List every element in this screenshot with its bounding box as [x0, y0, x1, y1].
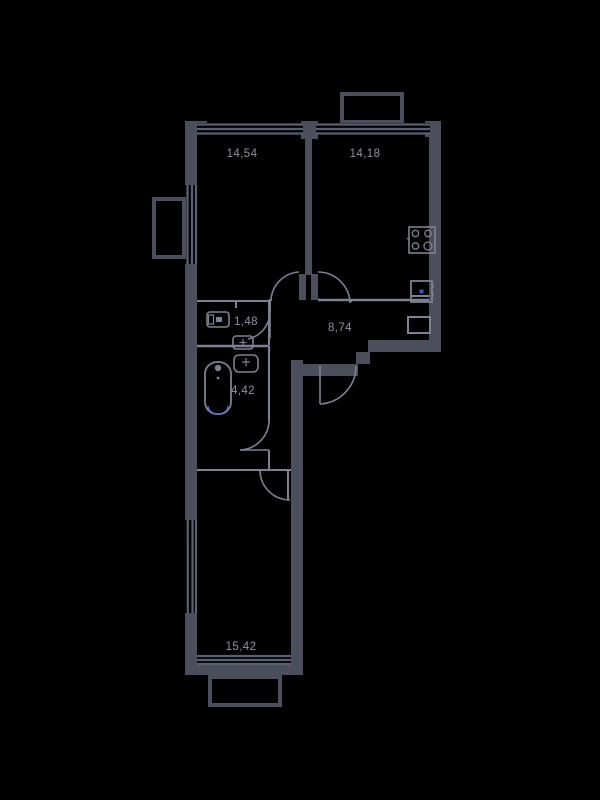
door-wc	[247, 309, 271, 340]
door-bath	[239, 419, 270, 451]
room-area-label-kitchen: 14,18	[350, 148, 381, 160]
washbasin-icon	[232, 335, 254, 350]
sink-icon	[233, 354, 259, 373]
interior-walls	[197, 133, 429, 471]
door-bedroom	[270, 271, 300, 301]
stove-icon	[406, 226, 436, 254]
kitchen-counter	[407, 295, 431, 334]
room-area-label-bath: 4,42	[231, 385, 255, 397]
toilet-icon	[206, 311, 230, 328]
room-area-label-hall: 8,74	[328, 322, 352, 334]
room-area-label-wc: 1,48	[234, 316, 258, 328]
window-left-lower	[186, 520, 198, 613]
window-top-right	[316, 123, 430, 135]
door-living	[259, 470, 291, 501]
window-top-left	[197, 123, 303, 135]
room-area-label-living: 15,42	[226, 641, 257, 653]
window-left-upper	[186, 185, 198, 264]
door-kitchen	[317, 271, 352, 304]
balcony-top	[340, 92, 404, 124]
hall-exterior-step	[303, 340, 441, 376]
room-area-label-bedroom: 14,54	[227, 148, 258, 160]
kitchen-sink-icon	[410, 280, 434, 303]
bathtub-icon	[204, 361, 232, 415]
window-bottom	[197, 654, 291, 666]
door-entrance	[319, 365, 357, 405]
balcony-bottom	[208, 675, 282, 707]
balcony-left	[152, 197, 186, 259]
